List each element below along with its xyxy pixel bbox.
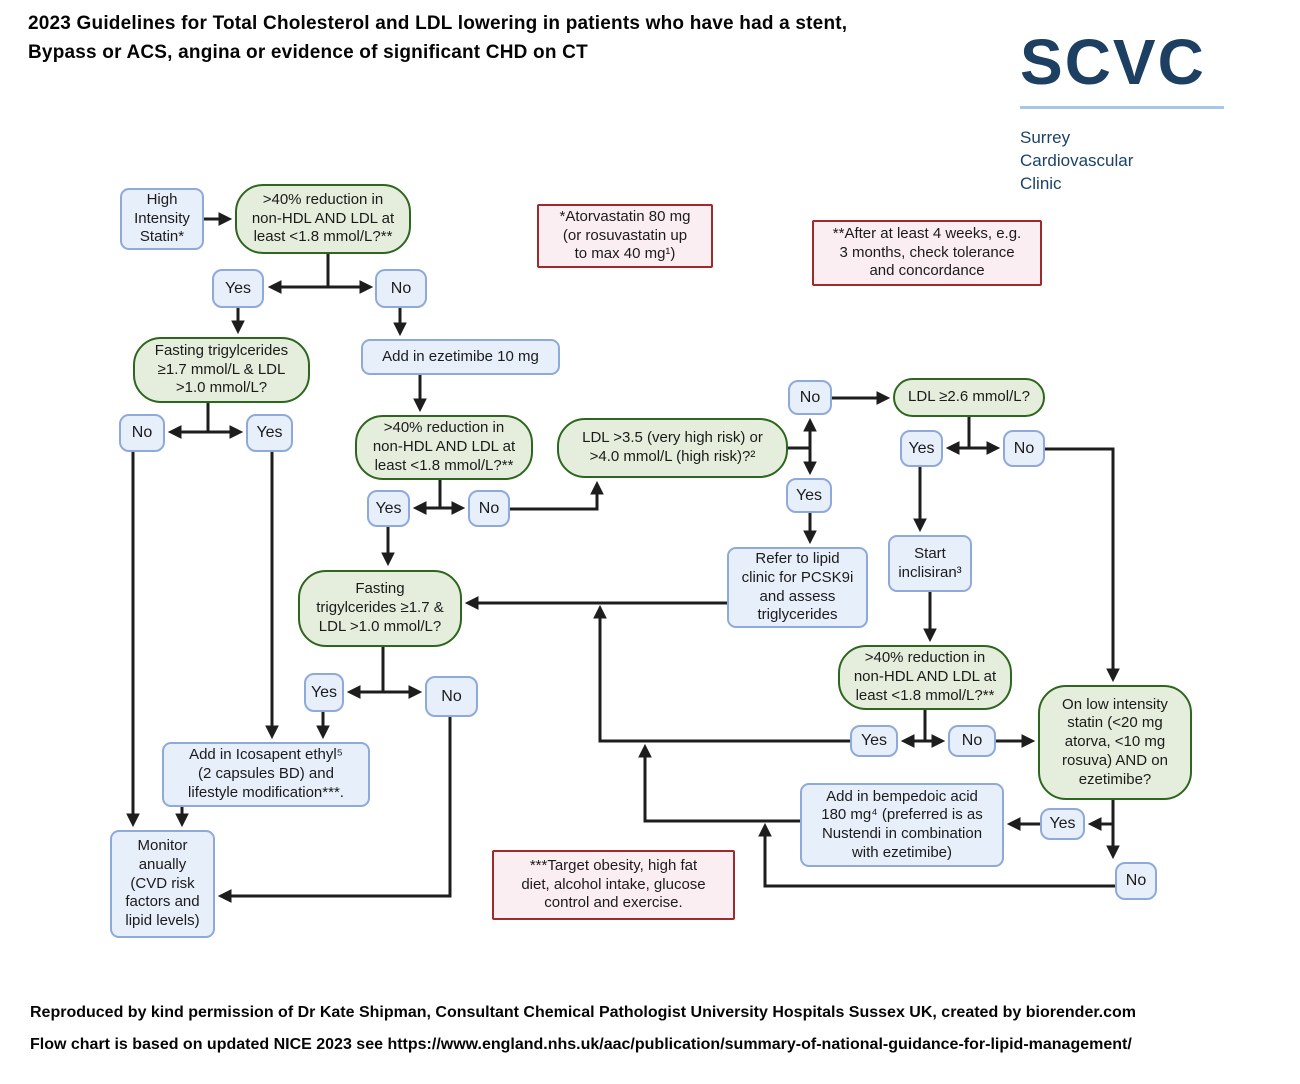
node-reduction-check-3: >40% reduction in non-HDL AND LDL at lea…	[838, 645, 1012, 710]
node-no-3: No	[468, 490, 510, 527]
node-yes-8: Yes	[1040, 808, 1085, 840]
note-atorvastatin: *Atorvastatin 80 mg (or rosuvastatin up …	[537, 204, 713, 268]
node-yes-6: Yes	[304, 673, 344, 712]
page-title: 2023 Guidelines for Total Cholesterol an…	[28, 10, 847, 67]
node-reduction-check-1: >40% reduction in non-HDL AND LDL at lea…	[235, 184, 411, 254]
node-no-8: No	[1115, 862, 1157, 900]
page-title-line2: Bypass or ACS, angina or evidence of sig…	[28, 41, 588, 63]
node-add-bempedoic-acid: Add in bempedoic acid 180 mg⁴ (preferred…	[800, 783, 1004, 867]
logo-acronym: SCVC	[1020, 26, 1206, 98]
node-refer-lipid-clinic: Refer to lipid clinic for PCSK9i and ass…	[727, 547, 868, 628]
scvc-logo: SCVC Surrey Cardiovascular Clinic	[1020, 30, 1230, 196]
node-yes-7: Yes	[850, 725, 898, 757]
node-fasting-triglycerides-2: Fasting trigylcerides ≥1.7 & LDL >1.0 mm…	[298, 570, 462, 647]
node-no-5: No	[1003, 430, 1045, 467]
node-no-7: No	[948, 725, 996, 757]
logo-divider	[1020, 106, 1224, 109]
node-low-intensity-statin-check: On low intensity statin (<20 mg atorva, …	[1038, 685, 1192, 800]
node-ldl-high-risk-check: LDL >3.5 (very high risk) or >4.0 mmol/L…	[557, 418, 788, 478]
node-no-1: No	[375, 269, 427, 308]
node-yes-1: Yes	[212, 269, 264, 308]
node-start-inclisiran: Start inclisiran³	[888, 535, 972, 592]
node-yes-3: Yes	[367, 490, 410, 527]
node-fasting-triglycerides-1: Fasting trigylcerides ≥1.7 mmol/L & LDL …	[133, 337, 310, 403]
note-lifestyle-targets: ***Target obesity, high fat diet, alcoho…	[492, 850, 735, 920]
page-title-line1: 2023 Guidelines for Total Cholesterol an…	[28, 13, 848, 34]
node-no-4: No	[788, 380, 832, 415]
node-add-icosapent-ethyl: Add in Icosapent ethyl⁵ (2 capsules BD) …	[162, 742, 370, 807]
node-yes-2: Yes	[246, 414, 293, 452]
note-after-4-weeks: **After at least 4 weeks, e.g. 3 months,…	[812, 220, 1042, 286]
node-ldl-26-check: LDL ≥2.6 mmol/L?	[893, 378, 1045, 417]
node-yes-5: Yes	[900, 430, 943, 467]
node-no-6: No	[425, 676, 478, 717]
node-high-intensity-statin: High Intensity Statin*	[120, 188, 204, 250]
node-yes-4: Yes	[786, 478, 832, 513]
footer-credit: Reproduced by kind permission of Dr Kate…	[30, 1004, 1137, 1021]
node-reduction-check-2: >40% reduction in non-HDL AND LDL at lea…	[355, 415, 533, 480]
footer-source: Flow chart is based on updated NICE 2023…	[30, 1036, 1132, 1053]
connectors	[126, 212, 1120, 903]
node-no-2: No	[119, 414, 165, 452]
node-add-ezetimibe: Add in ezetimibe 10 mg	[361, 339, 560, 375]
node-monitor-annually: Monitor anually (CVD risk factors and li…	[110, 830, 215, 938]
logo-name: Surrey Cardiovascular Clinic	[1020, 128, 1134, 193]
